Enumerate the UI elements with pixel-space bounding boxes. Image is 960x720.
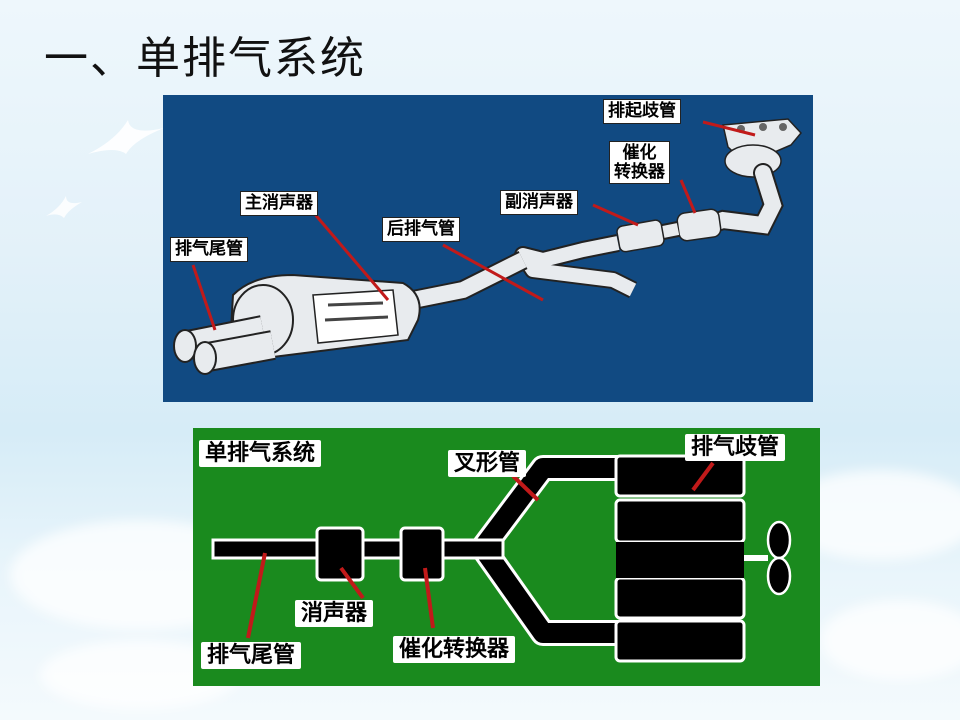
secondary-muffler-shape <box>616 219 665 253</box>
leader-lines <box>191 120 756 331</box>
label-catalytic-converter-line2: 转换器 <box>614 161 665 182</box>
label-exhaust-manifold: 排起歧管 <box>603 99 681 124</box>
catalytic-converter-shape <box>676 208 722 242</box>
seagull-icon <box>46 196 82 218</box>
catalytic-converter-shape <box>399 526 445 582</box>
slide-title: 一、单排气系统 <box>44 33 366 84</box>
label-system-title: 单排气系统 <box>199 440 322 468</box>
leader-lines <box>246 461 715 639</box>
label-rear-exhaust-pipe: 后排气管 <box>382 217 460 242</box>
label-y-pipe: 叉形管 <box>448 450 527 478</box>
label-muffler: 消声器 <box>295 600 374 628</box>
exhaust-schematic <box>211 454 792 663</box>
label-exhaust-manifold: 排气歧管 <box>685 434 786 462</box>
label-secondary-muffler: 副消声器 <box>500 190 578 215</box>
label-main-muffler: 主消声器 <box>240 191 318 216</box>
muffler-shape <box>315 526 365 582</box>
y-pipe-shape <box>472 455 623 646</box>
label-catalytic-converter: 催化转换器 <box>393 636 516 664</box>
single-exhaust-cutaway-diagram: 排起歧管 催化 转换器 副消声器 主消声器 后排气管 排气尾管 <box>163 95 813 402</box>
exhaust-system-illustration <box>173 118 802 375</box>
exhaust-manifold-shape <box>614 454 746 663</box>
label-catalytic-converter-line1: 催化 <box>622 143 657 163</box>
background-cloud <box>820 600 960 680</box>
label-tail-pipe: 排气尾管 <box>170 237 248 262</box>
seagull-icon <box>88 120 164 154</box>
engine-fan-icon <box>744 520 792 596</box>
single-exhaust-schematic-diagram: 单排气系统 叉形管 排气歧管 消声器 排气尾管 催化转换器 <box>193 428 820 686</box>
label-catalytic-converter: 催化 转换器 <box>609 141 670 185</box>
label-tail-pipe: 排气尾管 <box>201 642 302 670</box>
tail-pipe-shape <box>173 315 276 375</box>
